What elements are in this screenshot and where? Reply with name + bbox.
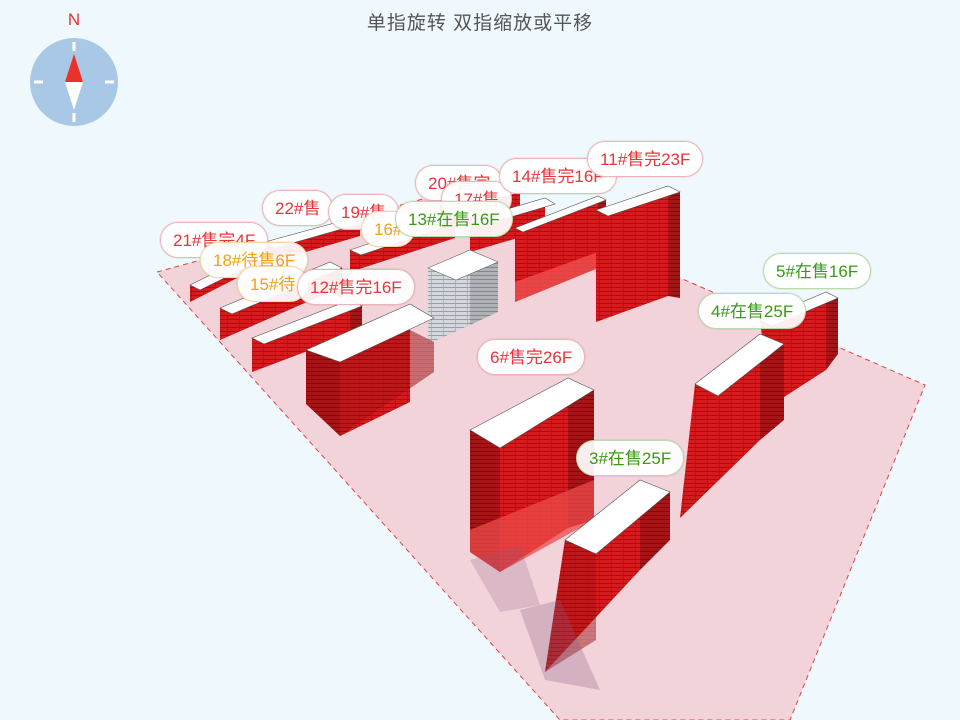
building-11[interactable] (595, 185, 681, 322)
compass-needle-south (65, 82, 83, 110)
building-4[interactable] (680, 333, 785, 518)
compass-tick (72, 42, 76, 51)
building-label-13[interactable]: 13#在售16F (395, 201, 513, 237)
building-label-5[interactable]: 5#在售16F (763, 253, 872, 289)
compass-tick (105, 80, 114, 84)
building-12[interactable] (305, 303, 435, 450)
building-shadow (470, 545, 540, 612)
building-13[interactable] (427, 249, 499, 344)
building-3[interactable] (545, 479, 671, 672)
building-label-15[interactable]: 15#待 (237, 266, 309, 302)
building-label-4[interactable]: 4#在售25F (698, 293, 807, 329)
building-6[interactable] (469, 377, 595, 572)
compass-tick (34, 80, 43, 84)
building-label-3[interactable]: 3#在售25F (576, 440, 685, 476)
compass-tick (72, 113, 76, 122)
building-label-6[interactable]: 6#售完26F (477, 339, 586, 375)
compass-icon[interactable] (30, 38, 118, 126)
compass-north-label: N (67, 10, 81, 29)
building-label-12[interactable]: 12#售完16F (297, 269, 415, 305)
building-label-22[interactable]: 22#售 (262, 190, 334, 226)
building-label-11[interactable]: 11#售完23F (587, 141, 704, 177)
gesture-hint: 单指旋转 双指缩放或平移 (366, 13, 594, 34)
building-shadow (520, 600, 600, 690)
compass-needle-north (65, 54, 83, 82)
